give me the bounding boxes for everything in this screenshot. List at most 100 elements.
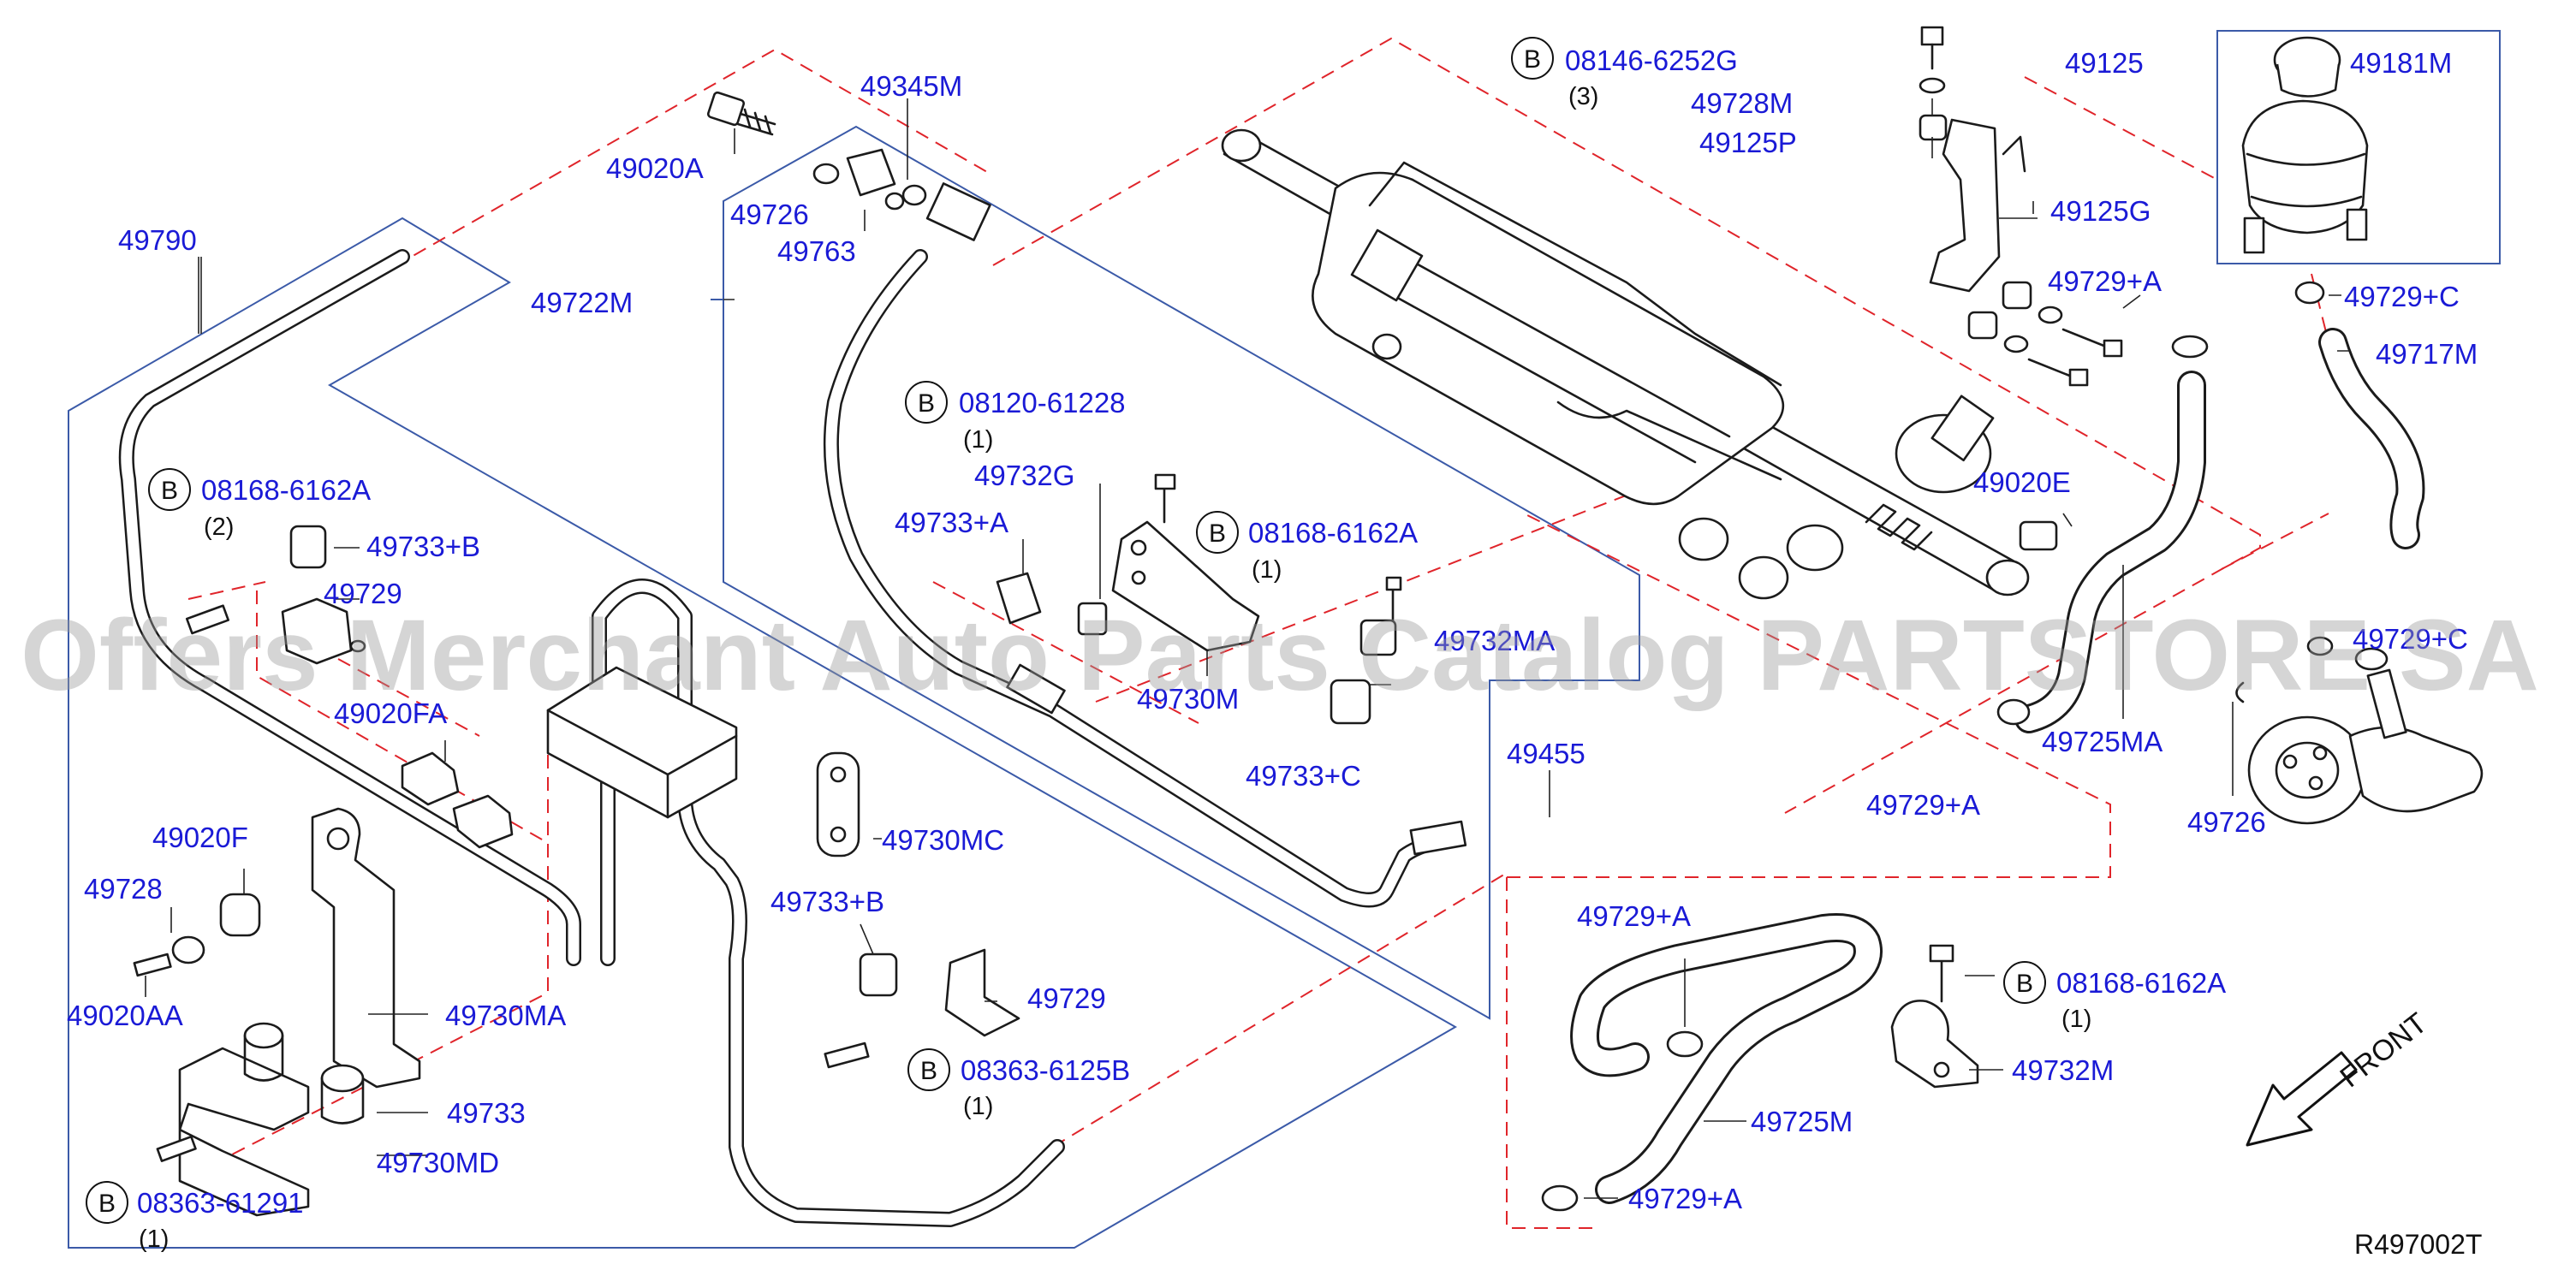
guide-bracket-small xyxy=(932,581,1199,724)
pinion-shaft xyxy=(1931,395,1995,462)
watermark: Offers Merchant Auto Parts Catalog PARTS… xyxy=(21,599,2539,712)
bolt-code-4: 08168-6162A xyxy=(1248,517,1418,549)
label-49020a: 49020A xyxy=(606,152,704,184)
bolt-code-3: 08168-6162A xyxy=(201,474,371,506)
grommet-49733a xyxy=(996,572,1042,625)
tube-clamp-block xyxy=(546,666,738,819)
label-49763: 49763 xyxy=(777,235,856,267)
bolt-qty-5: (1) xyxy=(963,1093,993,1120)
washer-49728 xyxy=(171,935,205,964)
label-49020f: 49020F xyxy=(152,822,248,853)
guide-pump xyxy=(2221,513,2329,570)
clip-49020e xyxy=(2019,520,2058,551)
guide-bracket xyxy=(256,590,549,844)
guide-feed xyxy=(1095,483,1657,703)
label-49455: 49455 xyxy=(1507,738,1585,769)
label-49728m: 49728M xyxy=(1691,87,1793,119)
clip-49729-left xyxy=(281,597,353,665)
label-49733b-left: 49733+B xyxy=(366,531,480,562)
label-49733: 49733 xyxy=(447,1097,526,1129)
label-49729-mid: 49729 xyxy=(1027,982,1106,1014)
steering-gear-rack xyxy=(1221,128,2030,600)
bushing-49733-b xyxy=(320,1064,365,1093)
bolt-08363-mid xyxy=(824,1042,870,1069)
bolt-callouts: B 08146-6252G (3) B 08120-61228 (1) B 08… xyxy=(86,37,2226,1253)
label-49717m: 49717M xyxy=(2376,338,2478,370)
label-49125p: 49125P xyxy=(1699,127,1797,158)
reservoir-tank xyxy=(2241,99,2369,234)
bolt-qty-4: (1) xyxy=(1252,556,1282,584)
clamp-49729a-low2 xyxy=(1541,1184,1579,1212)
bolt-49020a xyxy=(706,91,746,127)
label-49020aa: 49020AA xyxy=(67,1000,183,1031)
clip-49729-mid xyxy=(944,948,1020,1037)
label-49733a: 49733+A xyxy=(895,507,1008,538)
clip-49020fa-a xyxy=(401,751,460,806)
label-49725m: 49725M xyxy=(1751,1106,1853,1137)
mid-clips xyxy=(824,948,1020,1069)
bolt-callout-5: B 08363-6125B (1) xyxy=(907,1048,1130,1120)
bolt-qty-2: (1) xyxy=(963,426,993,454)
grommet-49733c xyxy=(1330,679,1371,725)
bolt-symbol: B xyxy=(98,1190,116,1218)
label-49125g: 49125G xyxy=(2050,195,2151,227)
rack-housing xyxy=(1312,171,1785,506)
bolt-symbol: B xyxy=(161,477,178,505)
label-49729c-top: 49729+C xyxy=(2344,281,2460,312)
bolt-callout-2: B 08120-61228 (1) xyxy=(905,381,1126,454)
bracket-49125g xyxy=(1929,118,2001,293)
bolt-callout-3: B 08168-6162A (2) xyxy=(148,468,371,541)
rack-mount-1 xyxy=(1678,517,1729,561)
label-49729a-low2: 49729+A xyxy=(1628,1183,1742,1214)
frame-reservoir-group xyxy=(2216,30,2501,264)
label-49733c: 49733+C xyxy=(1246,760,1361,792)
oring-49726-top xyxy=(812,163,840,185)
clamp-49729a-top xyxy=(2171,335,2209,359)
bolt-08363-left xyxy=(156,1135,197,1162)
lower-return-hose xyxy=(1541,913,1979,1212)
grommet-b xyxy=(1967,311,1998,340)
bolt-callout-6: B 08363-61291 (1) xyxy=(86,1181,304,1253)
label-49729-left: 49729 xyxy=(324,578,402,609)
label-49729a-mid: 49729+A xyxy=(1866,789,1980,821)
guide-lower xyxy=(1507,513,2111,878)
label-49730m: 49730M xyxy=(1137,683,1239,715)
clamp-49732m xyxy=(1890,1000,1979,1089)
group-frames xyxy=(68,30,2501,1249)
grommet-a xyxy=(2002,281,2032,310)
frame-feed-line-group xyxy=(723,125,1640,1020)
bolt-08120 xyxy=(1154,473,1176,490)
front-label: FRONT xyxy=(2335,1006,2434,1094)
label-49730md: 49730MD xyxy=(377,1147,499,1178)
guide-bracket-2 xyxy=(196,710,549,1173)
plate-49730mc xyxy=(816,751,860,858)
reservoir-bracket xyxy=(1919,26,2123,387)
rack-bellows xyxy=(1865,503,1933,551)
bolt-qty-1: (3) xyxy=(1568,83,1598,110)
power-steering-pump xyxy=(2235,636,2484,825)
return-tube-assembly xyxy=(118,249,1065,1227)
guide-clip xyxy=(337,658,480,737)
bracket-49730m xyxy=(1111,520,1260,652)
grommet-49733b-mid xyxy=(859,952,898,997)
hose-crimp xyxy=(1006,663,1066,715)
label-49733b-mid: 49733+B xyxy=(770,886,884,917)
guide-lower-left xyxy=(1506,877,1601,1229)
clamp-49729a-mid xyxy=(1996,698,2031,726)
diagram-reference: R497002T xyxy=(2354,1229,2482,1260)
grommet-49733b-left xyxy=(289,525,327,569)
front-indicator: FRONT xyxy=(2246,1006,2434,1147)
bracket-49730md xyxy=(178,1047,310,1217)
guide-return xyxy=(1052,872,1508,1148)
label-49732m: 49732M xyxy=(2012,1054,2114,1086)
bolt-top xyxy=(1920,26,1944,46)
oring-49763 xyxy=(884,192,905,211)
bolt-08168-left xyxy=(185,604,229,635)
upper-fittings xyxy=(706,91,927,211)
label-49790: 49790 xyxy=(118,224,197,256)
label-49020fa: 49020FA xyxy=(334,697,447,729)
grommet-top xyxy=(1919,114,1948,141)
label-49726-top: 49726 xyxy=(730,199,809,230)
clamp-49729a-low1 xyxy=(1666,1030,1704,1058)
